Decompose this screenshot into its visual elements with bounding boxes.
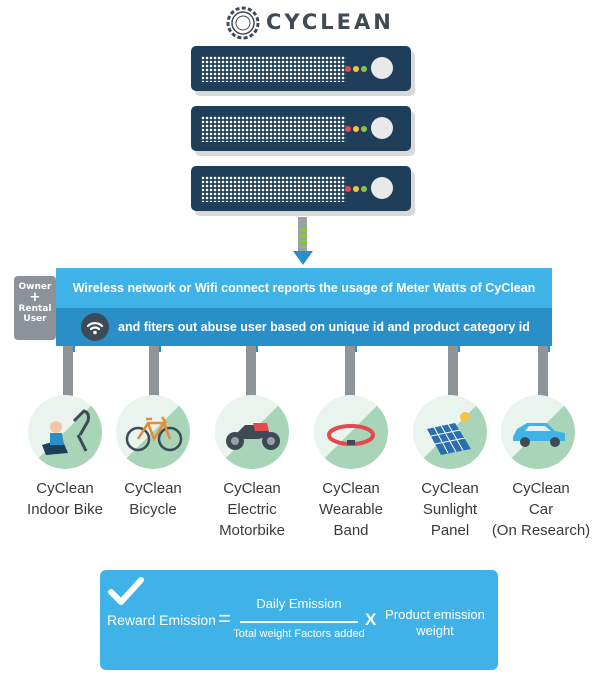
status-led-yellow (353, 186, 359, 192)
status-led-yellow (353, 66, 359, 72)
status-led-green (361, 126, 367, 132)
multiply-sign: X (365, 610, 377, 629)
motorbike-icon (226, 423, 280, 450)
wifi-icon (81, 313, 109, 341)
brand-name: CYCLEAN (266, 10, 394, 34)
indoor-bike-icon (42, 409, 90, 455)
server-unit (191, 46, 411, 91)
product-wearable-band (314, 395, 388, 469)
status-led-red (345, 66, 351, 72)
reward-emission-label: Reward Emission (107, 612, 216, 628)
data-flow-indicator (299, 228, 307, 248)
product-sunlight-panel (413, 395, 487, 469)
banner-line-2: and fiters out abuse user based on uniqu… (56, 308, 552, 346)
status-led-green (361, 186, 367, 192)
solar-panel-icon (427, 412, 471, 455)
wearable-band-icon (327, 424, 375, 446)
cyclean-logo: CYCLEAN (226, 6, 391, 40)
product-electric-motorbike (215, 395, 289, 469)
server-unit (191, 166, 411, 211)
server-knob (371, 117, 393, 139)
gear-logo-icon (226, 6, 260, 40)
fraction-line (240, 621, 358, 623)
down-arrow-icon (293, 251, 313, 265)
server-vent (201, 56, 346, 82)
owner-rental-user-box: Owner + Rental User (14, 276, 56, 340)
reward-formula-box (100, 570, 498, 670)
product-label: CyClean Car (On Research) (491, 480, 591, 539)
product-label: CyClean Electric Motorbike (219, 480, 285, 539)
product-label: CyClean Wearable Band (319, 480, 383, 539)
product-label: CyClean Sunlight Panel (421, 480, 479, 539)
connector-pipe (448, 346, 458, 398)
connector-pipe (63, 346, 73, 398)
server-knob (371, 57, 393, 79)
server-knob (371, 177, 393, 199)
plus-sign: + (29, 290, 41, 305)
bicycle-icon (125, 416, 183, 452)
server-unit (191, 106, 411, 151)
rental-label: Rental (18, 304, 52, 314)
connector-pipe (345, 346, 355, 398)
formula-multiplier: Product emission weight (385, 607, 485, 638)
product-bicycle (116, 395, 190, 469)
product-car (501, 395, 575, 469)
product-label: CyClean Indoor Bike (27, 480, 103, 518)
checkmark-icon (106, 575, 146, 613)
formula-numerator: Daily Emission (256, 596, 342, 611)
connector-pipe (538, 346, 548, 398)
product-label: CyClean Bicycle (124, 480, 182, 518)
product-indoor-bike (28, 395, 102, 469)
equals-sign: = (218, 606, 231, 631)
connector-pipe (246, 346, 256, 398)
connector-pipe (149, 346, 159, 398)
status-led-red (345, 186, 351, 192)
status-led-green (361, 66, 367, 72)
status-led-red (345, 126, 351, 132)
server-vent (201, 176, 346, 202)
formula-denominator: Total weight Factors added (233, 628, 365, 640)
status-led-yellow (353, 126, 359, 132)
owner-label: Owner (18, 282, 52, 292)
server-vent (201, 116, 346, 142)
car-icon (513, 423, 565, 447)
user-label: User (23, 314, 47, 324)
banner-line-1: Wireless network or Wifi connect reports… (56, 268, 552, 335)
